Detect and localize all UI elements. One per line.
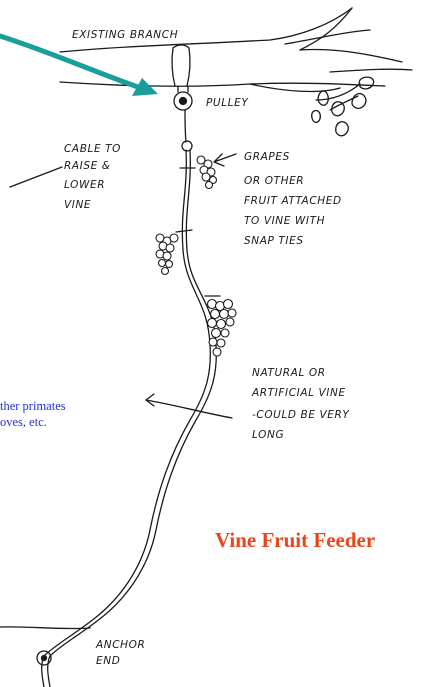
svg-text:-COULD BE VERY: -COULD BE VERY xyxy=(252,409,350,421)
svg-text:NATURAL OR: NATURAL OR xyxy=(252,367,326,379)
figure-title: Vine Fruit Feeder xyxy=(215,528,375,553)
cable-label: CABLE TO RAISE & LOWER VINE xyxy=(64,143,121,211)
grapes-pointer xyxy=(214,154,236,166)
svg-text:LONG: LONG xyxy=(252,429,284,441)
grape-cluster-middle xyxy=(156,234,178,275)
anchor xyxy=(0,627,90,665)
caption-line-1: ther primates xyxy=(0,398,66,414)
svg-text:LOWER: LOWER xyxy=(64,179,105,191)
branch-label: EXISTING BRANCH xyxy=(72,29,178,41)
grapes-label: GRAPES OR OTHER FRUIT ATTACHED TO VINE W… xyxy=(244,151,342,247)
svg-text:ANCHOR: ANCHOR xyxy=(95,639,145,651)
cable-line xyxy=(185,110,186,142)
vine-pointer xyxy=(146,394,232,418)
svg-text:GRAPES: GRAPES xyxy=(244,151,290,163)
svg-text:OR OTHER: OR OTHER xyxy=(244,175,304,187)
cable-pointer xyxy=(10,167,62,187)
svg-text:TO VINE WITH: TO VINE WITH xyxy=(244,215,325,227)
pulley-wheel xyxy=(174,86,192,110)
pulley-label: PULLEY xyxy=(206,97,249,109)
teal-arrow xyxy=(0,36,158,96)
grape-cluster-bottom xyxy=(208,300,237,357)
anchor-label: ANCHOR END xyxy=(95,639,145,667)
svg-text:RAISE &: RAISE & xyxy=(64,160,111,172)
svg-text:SNAP TIES: SNAP TIES xyxy=(244,235,304,247)
caption-line-2: oves, etc. xyxy=(0,414,47,430)
svg-text:FRUIT ATTACHED: FRUIT ATTACHED xyxy=(244,195,342,207)
svg-text:CABLE TO: CABLE TO xyxy=(64,143,121,155)
svg-text:ARTIFICIAL VINE: ARTIFICIAL VINE xyxy=(251,387,346,399)
strap xyxy=(172,45,190,86)
svg-text:VINE: VINE xyxy=(64,199,91,211)
grape-cluster-top xyxy=(197,156,217,189)
svg-text:END: END xyxy=(96,655,120,667)
leaves xyxy=(312,77,374,136)
vine-label: NATURAL OR ARTIFICIAL VINE -COULD BE VER… xyxy=(251,367,350,441)
